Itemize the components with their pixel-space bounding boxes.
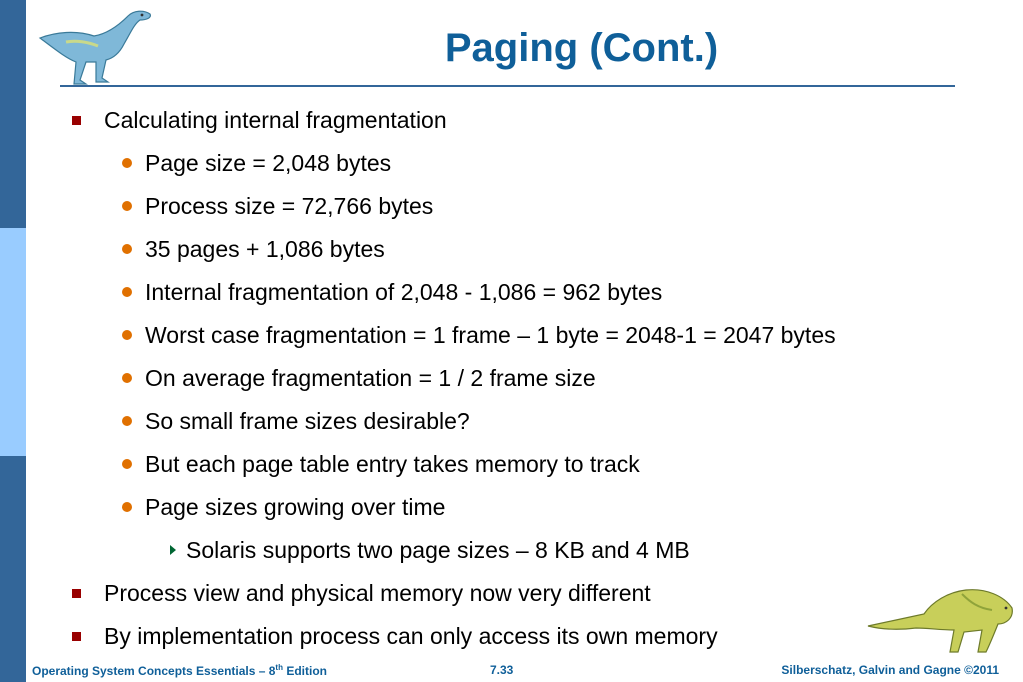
footer-page-number: 7.33 xyxy=(490,663,514,677)
circle-bullet-icon xyxy=(122,330,132,340)
square-bullet-icon xyxy=(72,115,81,125)
circle-bullet-icon xyxy=(122,158,132,168)
circle-bullet-icon xyxy=(122,201,132,211)
bullet-item: But each page table entry takes memory t… xyxy=(122,449,640,479)
circle-bullet-icon xyxy=(122,459,132,469)
triangle-bullet-icon xyxy=(170,545,176,555)
bullet-text: So small frame sizes desirable? xyxy=(145,407,470,434)
circle-bullet-icon xyxy=(122,287,132,297)
left-accent-bar xyxy=(0,0,26,682)
footer-book-title-suffix: Edition xyxy=(282,664,327,678)
bullet-text: But each page table entry takes memory t… xyxy=(145,450,640,477)
bullet-item: Page size = 2,048 bytes xyxy=(122,148,391,178)
circle-bullet-icon xyxy=(122,373,132,383)
bullet-item: 35 pages + 1,086 bytes xyxy=(122,234,385,264)
bullet-text: By implementation process can only acces… xyxy=(104,622,718,649)
footer-copyright: Silberschatz, Galvin and Gagne ©2011 xyxy=(781,663,999,677)
bullet-text: Solaris supports two page sizes – 8 KB a… xyxy=(186,536,690,563)
bullet-item: By implementation process can only acces… xyxy=(72,621,718,651)
title-divider xyxy=(60,85,955,87)
dinosaur-icon xyxy=(38,10,151,85)
bullet-text: Process size = 72,766 bytes xyxy=(145,192,434,219)
bullet-item: Calculating internal fragmentation xyxy=(72,105,447,135)
bullet-text: Page sizes growing over time xyxy=(145,493,446,520)
bullet-text: Process view and physical memory now ver… xyxy=(104,579,651,606)
left-bar-segment-dark-bottom xyxy=(0,456,26,682)
slide-footer: Operating System Concepts Essentials – 8… xyxy=(0,658,1023,682)
left-bar-segment-light xyxy=(0,228,26,456)
left-bar-segment-dark xyxy=(0,0,26,228)
footer-edition-superscript: th xyxy=(275,663,283,672)
square-bullet-icon xyxy=(72,588,81,598)
dinosaur-icon xyxy=(867,589,1013,653)
circle-bullet-icon xyxy=(122,416,132,426)
square-bullet-icon xyxy=(72,631,81,641)
footer-book-title: Operating System Concepts Essentials – 8… xyxy=(32,663,327,678)
bullet-item: So small frame sizes desirable? xyxy=(122,406,470,436)
bullet-item: Worst case fragmentation = 1 frame – 1 b… xyxy=(122,320,836,350)
bullet-text: 35 pages + 1,086 bytes xyxy=(145,235,385,262)
slide-title: Paging (Cont.) xyxy=(444,26,719,70)
bullet-item: Internal fragmentation of 2,048 - 1,086 … xyxy=(122,277,662,307)
bullet-text: On average fragmentation = 1 / 2 frame s… xyxy=(145,364,596,391)
footer-book-title-text: Operating System Concepts Essentials – 8 xyxy=(32,664,276,678)
bullet-text: Worst case fragmentation = 1 frame – 1 b… xyxy=(145,321,836,348)
bullet-text: Page size = 2,048 bytes xyxy=(145,149,392,176)
bullet-text: Calculating internal fragmentation xyxy=(104,106,447,133)
bullet-text: Internal fragmentation of 2,048 - 1,086 … xyxy=(145,278,663,305)
circle-bullet-icon xyxy=(122,502,132,512)
bullet-item: Process size = 72,766 bytes xyxy=(122,191,433,221)
bullet-item: Page sizes growing over time xyxy=(122,492,445,522)
bullet-item: Solaris supports two page sizes – 8 KB a… xyxy=(170,535,690,565)
bullet-item: On average fragmentation = 1 / 2 frame s… xyxy=(122,363,596,393)
circle-bullet-icon xyxy=(122,244,132,254)
bullet-item: Process view and physical memory now ver… xyxy=(72,578,651,608)
